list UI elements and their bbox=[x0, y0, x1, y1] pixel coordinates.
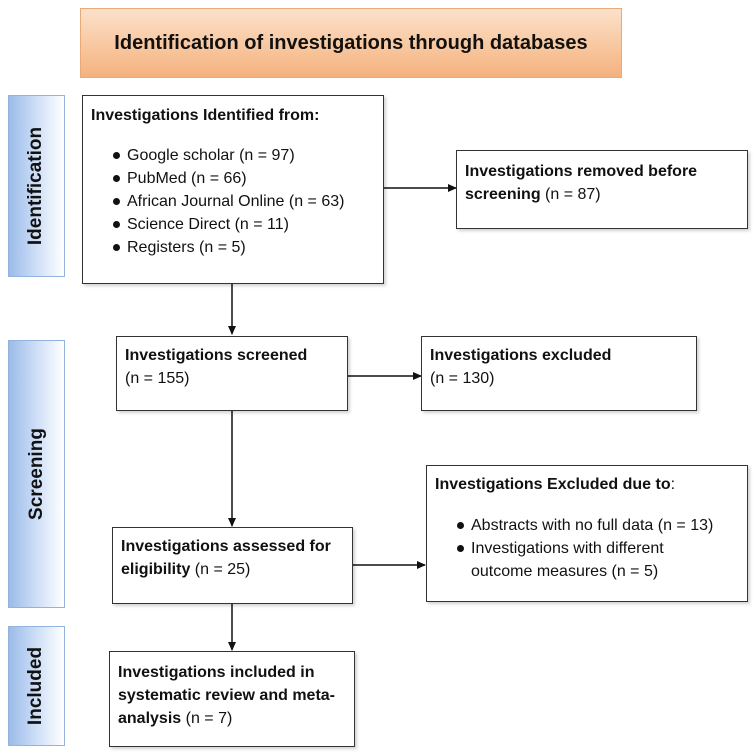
stage-screening: Screening bbox=[8, 340, 65, 608]
excluded-reasons-title: Investigations Excluded due to bbox=[435, 476, 671, 493]
removed-title: Investigations removed before screening bbox=[465, 163, 698, 203]
excluded-count: (n = 130) bbox=[430, 370, 495, 387]
source-item: PubMed (n = 66) bbox=[113, 167, 375, 190]
header-banner: Identification of investigations through… bbox=[80, 8, 622, 78]
header-title: Identification of investigations through… bbox=[114, 31, 588, 54]
excluded-title: Investigations excluded bbox=[430, 347, 612, 364]
stage-included: Included bbox=[8, 626, 65, 746]
screened-count: (n = 155) bbox=[125, 370, 190, 387]
excluded-reasons-colon: : bbox=[670, 476, 676, 493]
eligibility-box: Investigations assessed for eligibility … bbox=[112, 527, 353, 604]
removed-box: Investigations removed before screening … bbox=[456, 150, 748, 229]
stage-identification: Identification bbox=[8, 95, 65, 277]
included-count: (n = 7) bbox=[185, 710, 233, 727]
identified-box: Investigations Identified from: Google s… bbox=[82, 95, 384, 284]
excluded-reasons-box: Investigations Excluded due to: Abstract… bbox=[426, 465, 748, 602]
identified-source-list: Google scholar (n = 97) PubMed (n = 66) … bbox=[113, 144, 375, 259]
source-item: African Journal Online (n = 63) bbox=[113, 190, 375, 213]
included-box: Investigations included in systematic re… bbox=[109, 651, 355, 747]
removed-count: (n = 87) bbox=[545, 186, 601, 203]
screened-title: Investigations screened bbox=[125, 347, 308, 364]
included-title: Investigations included in systematic re… bbox=[118, 664, 335, 727]
reason-item: Investigations with different outcome me… bbox=[457, 537, 739, 583]
eligibility-count: (n = 25) bbox=[194, 561, 251, 578]
source-item: Registers (n = 5) bbox=[113, 236, 375, 259]
source-item: Science Direct (n = 11) bbox=[113, 213, 375, 236]
excluded-reasons-list: Abstracts with no full data (n = 13) Inv… bbox=[457, 514, 739, 583]
eligibility-title: Investigations assessed for eligibility bbox=[121, 538, 331, 578]
screened-box: Investigations screened (n = 155) bbox=[116, 336, 348, 411]
source-item: Google scholar (n = 97) bbox=[113, 144, 375, 167]
excluded-box: Investigations excluded (n = 130) bbox=[421, 336, 697, 411]
reason-item: Abstracts with no full data (n = 13) bbox=[457, 514, 739, 537]
identified-title: Investigations Identified from: bbox=[91, 107, 320, 124]
